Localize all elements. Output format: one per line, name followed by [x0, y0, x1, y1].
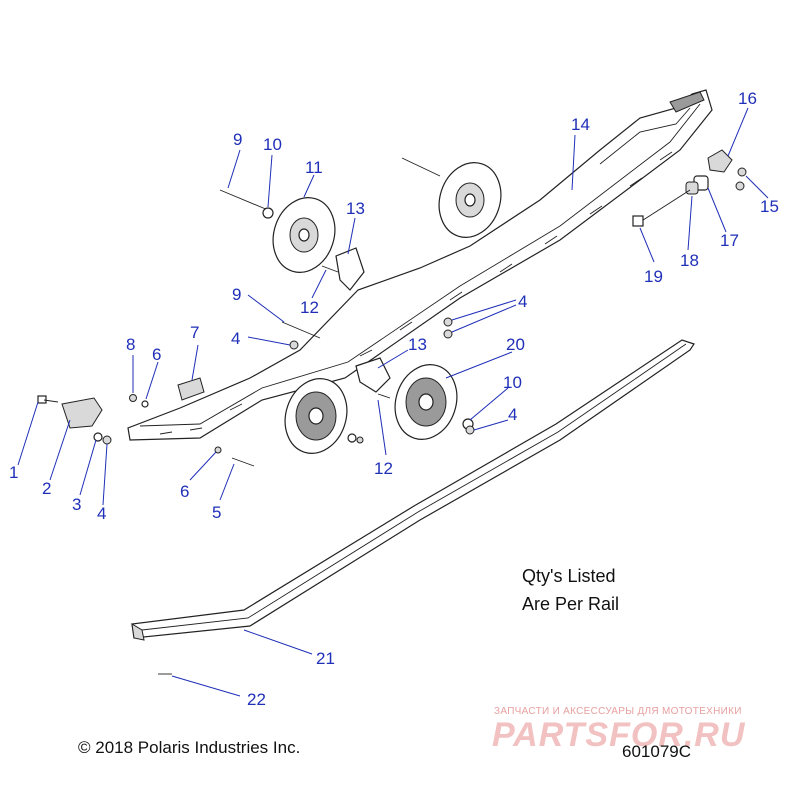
callout-7: 7 [190, 323, 199, 342]
quantity-note-line1: Qty's Listed [522, 566, 616, 586]
callout-6: 6 [152, 345, 161, 364]
idler-wheel-upper-left [272, 197, 336, 273]
callout-16: 16 [738, 89, 757, 108]
idler-wheel-lower-right [394, 364, 458, 440]
callout-20: 20 [506, 335, 525, 354]
callout-2: 2 [42, 479, 51, 498]
callout-1: 1 [9, 463, 18, 482]
callout-17: 17 [720, 231, 739, 250]
copyright-text: © 2018 Polaris Industries Inc. [78, 738, 301, 757]
callout-12: 12 [300, 298, 319, 317]
watermark-logo: PARTSFOR.RU [492, 716, 746, 754]
callout-4: 4 [97, 504, 106, 523]
callout-6: 6 [180, 482, 189, 501]
callout-13: 13 [346, 199, 365, 218]
callout-18: 18 [680, 251, 699, 270]
callout-19: 19 [644, 267, 663, 286]
callout-labels: 1 2 3 4 4 4 4 5 6 6 7 8 9 9 10 10 11 12 … [9, 89, 779, 709]
watermark-tagline: ЗАПЧАСТИ И АКСЕССУАРЫ ДЛЯ МОТОТЕХНИКИ [494, 706, 742, 717]
idler-wheel-upper-right [438, 162, 502, 238]
callout-21: 21 [316, 649, 335, 668]
callout-12: 12 [374, 459, 393, 478]
idler-wheel-lower-left [284, 378, 348, 454]
quantity-note-line2: Are Per Rail [522, 594, 620, 614]
callout-9: 9 [232, 285, 241, 304]
hardware-parts [37, 149, 747, 675]
callout-13: 13 [408, 335, 427, 354]
callout-15: 15 [760, 197, 779, 216]
callout-8: 8 [126, 335, 135, 354]
callout-4: 4 [508, 405, 517, 424]
callout-11: 11 [305, 158, 323, 177]
callout-3: 3 [72, 495, 81, 514]
callout-10: 10 [263, 135, 282, 154]
callout-14: 14 [571, 115, 590, 134]
wear-strip [131, 339, 695, 641]
leader-lines [17, 107, 769, 697]
document-number: 601079C [622, 742, 692, 761]
callout-9: 9 [233, 130, 242, 149]
callout-22: 22 [247, 690, 266, 709]
callout-4: 4 [518, 292, 527, 311]
callout-10: 10 [503, 373, 522, 392]
callout-4: 4 [231, 329, 240, 348]
callout-5: 5 [212, 503, 221, 522]
